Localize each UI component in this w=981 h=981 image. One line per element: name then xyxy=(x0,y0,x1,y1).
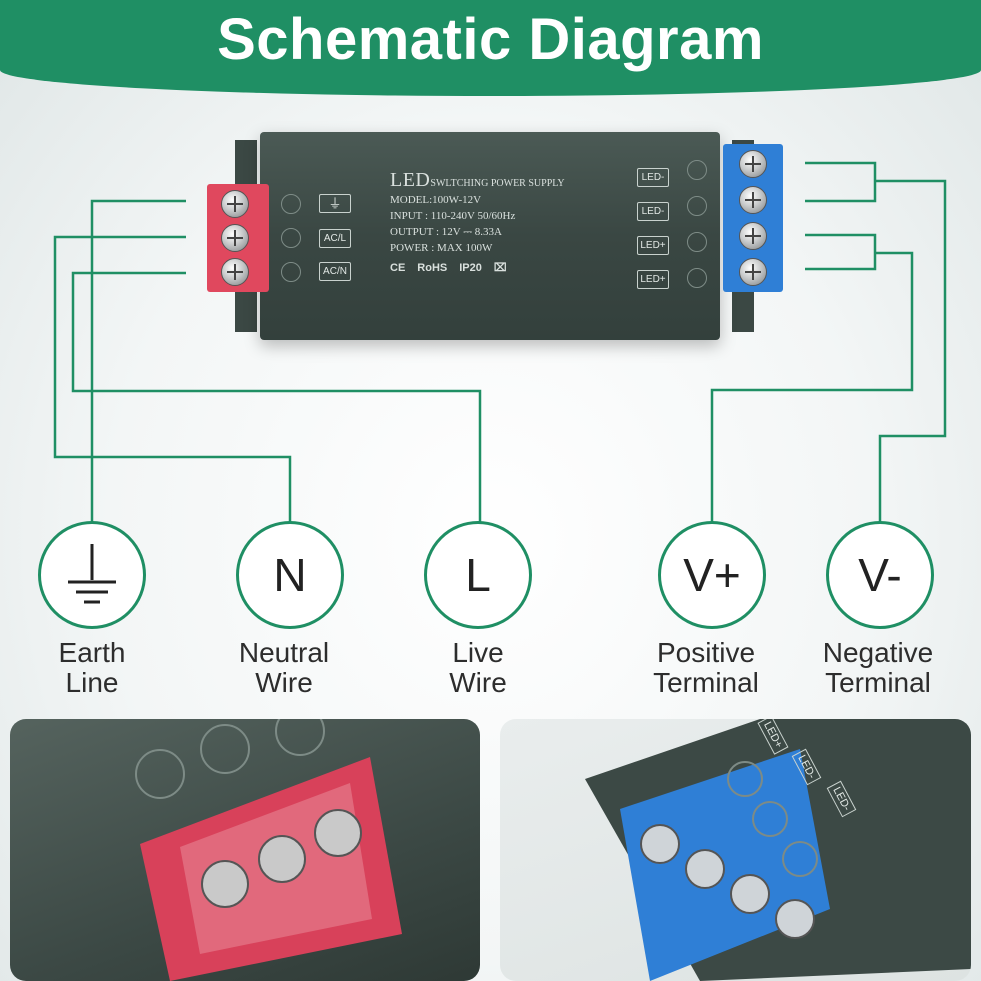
neutral-emboss-icon xyxy=(281,262,301,282)
terminal-label-led-plus: LED+ xyxy=(637,270,669,289)
terminal-label-led-minus: LED- xyxy=(637,168,669,187)
positive-wire xyxy=(710,233,914,525)
vminus-emboss-icon xyxy=(687,196,707,216)
output-terminal-photo: LED+ LED- LED- xyxy=(500,719,971,981)
ce-mark: CE xyxy=(390,262,406,274)
live-label-line1: Live xyxy=(452,637,504,668)
neutral-label: Neutral Wire xyxy=(204,638,364,698)
earth-label-line1: Earth xyxy=(58,637,126,668)
terminal-label-led-minus: LED- xyxy=(637,202,669,221)
output-terminal-block xyxy=(723,144,783,292)
psu-brand: LED xyxy=(390,169,431,191)
negative-label-line2: Terminal xyxy=(825,667,931,698)
live-label-line2: Wire xyxy=(449,667,507,698)
terminal-label-acn: AC/N xyxy=(319,262,351,281)
neutral-label-line2: Wire xyxy=(255,667,313,698)
certification-row: CE RoHS IP20 ⌧ xyxy=(390,260,565,276)
vminus-emboss-icon xyxy=(687,160,707,180)
negative-label: Negative Terminal xyxy=(798,638,958,698)
title-banner: Schematic Diagram xyxy=(0,0,981,96)
negative-wire xyxy=(805,161,947,525)
live-label: Live Wire xyxy=(398,638,558,698)
neutral-symbol: N xyxy=(273,549,307,601)
positive-label-line2: Terminal xyxy=(653,667,759,698)
positive-label-line1: Positive xyxy=(656,637,756,668)
ground-symbol-icon: ⏚ xyxy=(319,194,351,213)
input-terminal-photo xyxy=(10,719,480,981)
live-emboss-icon xyxy=(281,228,301,248)
screw-icon xyxy=(739,222,767,250)
vplus-emboss-icon xyxy=(687,232,707,252)
psu-output: OUTPUT : 12V ⎓ 8.33A xyxy=(390,226,502,238)
input-terminal-block xyxy=(207,184,269,292)
psu-model: MODEL:100W-12V xyxy=(390,194,482,206)
screw-icon xyxy=(739,186,767,214)
screw-icon xyxy=(221,190,249,218)
input-terminal-illustration xyxy=(135,719,402,981)
positive-label: Positive Terminal xyxy=(626,638,786,698)
earth-node xyxy=(38,521,146,629)
negative-symbol: V- xyxy=(858,549,902,601)
power-supply-unit: ⏚ AC/L AC/N LED- LED- LED+ LED+ LEDSWLTC… xyxy=(205,132,785,340)
screw-icon xyxy=(221,258,249,286)
neutral-node: N xyxy=(236,521,344,629)
negative-node: V- xyxy=(826,521,934,629)
terminal-label-acl: AC/L xyxy=(319,229,351,248)
live-wire xyxy=(71,271,482,525)
psu-label: LEDSWLTCHING POWER SUPPLY MODEL:100W-12V… xyxy=(390,169,565,276)
terminal-label-led-plus: LED+ xyxy=(637,236,669,255)
screw-icon xyxy=(739,150,767,178)
page-title: Schematic Diagram xyxy=(217,7,764,72)
negative-label-line1: Negative xyxy=(822,637,934,668)
psu-power: POWER : MAX 100W xyxy=(390,242,493,254)
rohs-mark: RoHS xyxy=(417,262,448,274)
live-symbol: L xyxy=(465,549,491,601)
positive-node: V+ xyxy=(658,521,766,629)
earth-label: Earth Line xyxy=(12,638,172,698)
ip20-mark: IP20 xyxy=(459,262,482,274)
ground-icon xyxy=(68,544,116,604)
earth-wire xyxy=(90,199,186,525)
ground-emboss-icon xyxy=(281,194,301,214)
output-terminal-illustration xyxy=(585,719,971,981)
neutral-wire xyxy=(53,235,292,525)
psu-input: INPUT : 110-240V 50/60Hz xyxy=(390,210,516,222)
earth-label-line2: Line xyxy=(65,667,119,698)
positive-symbol: V+ xyxy=(683,549,741,601)
psu-subtitle: SWLTCHING POWER SUPPLY xyxy=(430,178,565,189)
vplus-emboss-icon xyxy=(687,268,707,288)
live-node: L xyxy=(424,521,532,629)
screw-icon xyxy=(221,224,249,252)
neutral-label-line1: Neutral xyxy=(238,637,330,668)
bin-icon: ⌧ xyxy=(493,262,507,274)
screw-icon xyxy=(739,258,767,286)
